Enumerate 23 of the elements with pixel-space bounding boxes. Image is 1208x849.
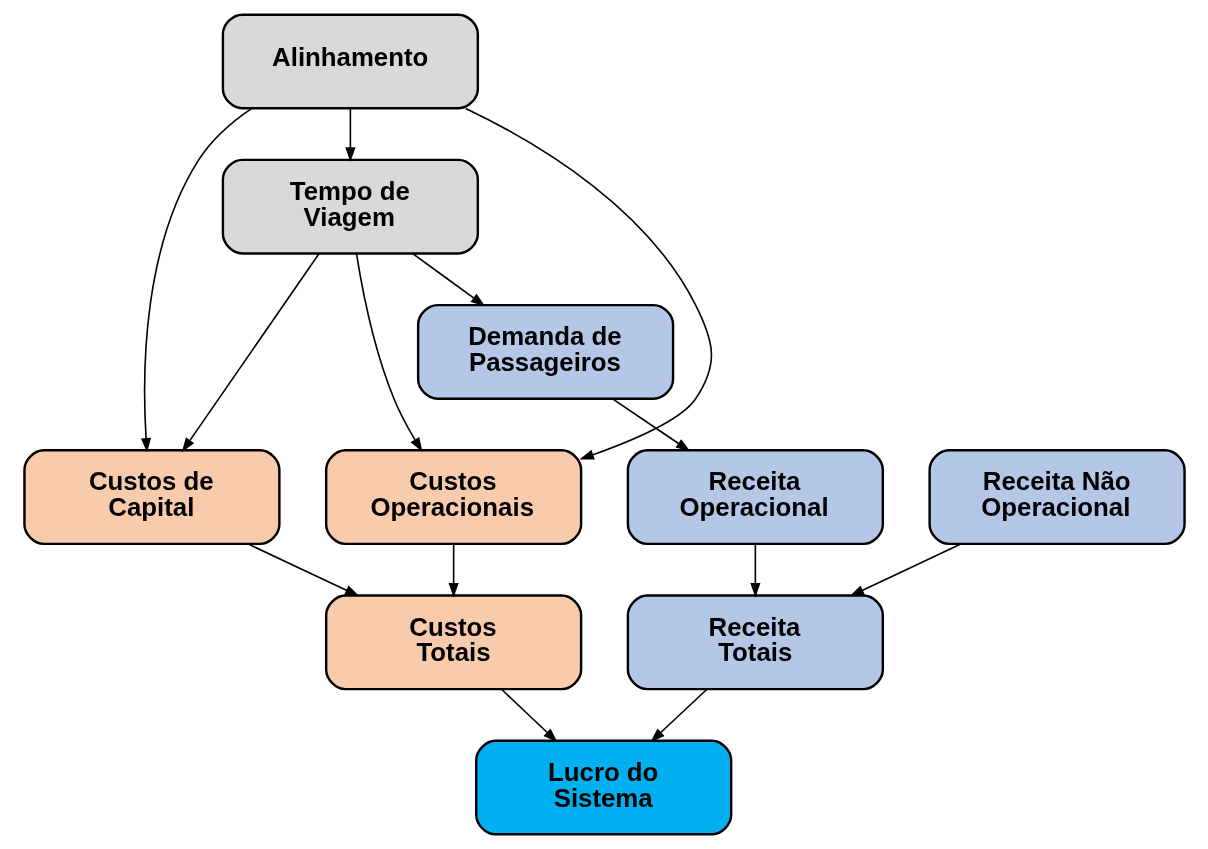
arrow — [411, 252, 485, 307]
node-box: Receita Totais — [626, 594, 884, 691]
arrow — [749, 543, 760, 598]
arrow — [355, 253, 423, 452]
arrow — [849, 543, 962, 597]
node-box: Tempo de Viagem — [221, 158, 479, 255]
node-box: Lucro do Sistema — [474, 739, 732, 836]
arrow — [181, 253, 320, 453]
node-box: Receita Operacional — [626, 449, 884, 546]
node-box: Custos Totais — [324, 594, 582, 691]
node-box: Alinhamento — [221, 13, 479, 110]
arrow — [140, 107, 252, 453]
arrow — [246, 543, 359, 597]
node-box: Demanda de Passageiros — [416, 303, 674, 400]
arrow — [344, 108, 355, 162]
arrow — [611, 398, 690, 452]
arrow — [649, 688, 708, 743]
node-box: Receita Não Operacional — [927, 449, 1186, 546]
arrow — [500, 688, 557, 743]
arrow — [448, 543, 459, 598]
node-box: Custos Operacionais — [324, 449, 582, 546]
node-box: Custos de Capital — [22, 449, 281, 546]
arrow — [464, 107, 712, 460]
